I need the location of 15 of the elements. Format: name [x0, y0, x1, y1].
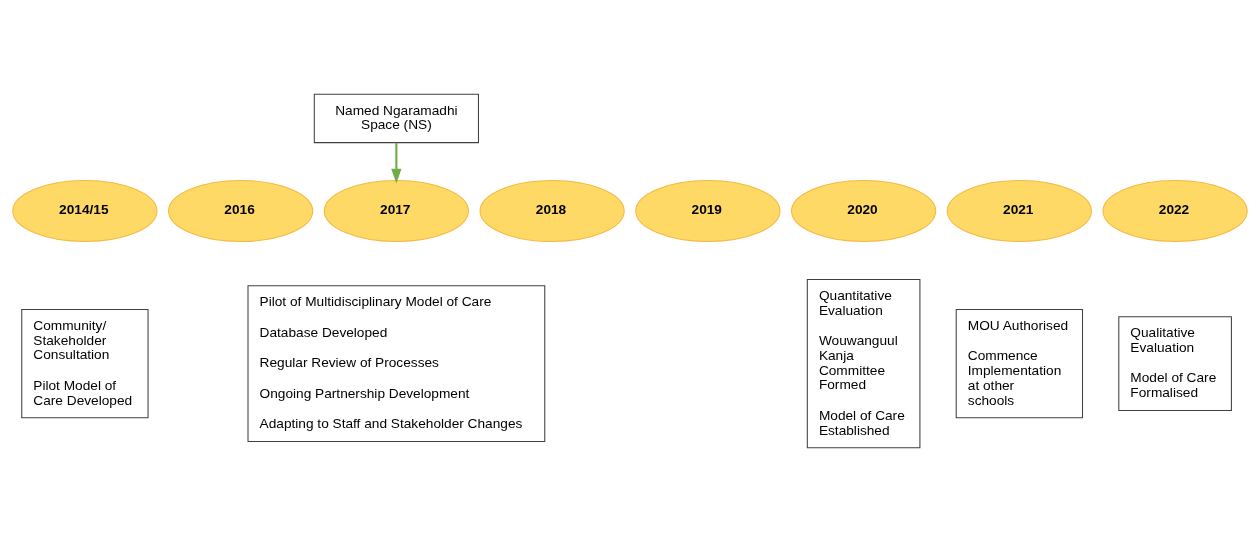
- node-ellipse: 2022: [1102, 179, 1248, 242]
- node-box: Quantitative Evaluation Wouwanguul Kanja Committee Formed Model of Care Established: [806, 278, 921, 448]
- arrow: [391, 142, 402, 183]
- node-ellipse: 2014/15: [12, 179, 158, 242]
- node-box: Qualitative Evaluation Model of Care Formalised: [1118, 315, 1232, 411]
- node-ellipse: 2021: [946, 179, 1092, 242]
- node-box: Community/ Stakeholder Consultation Pilot Model of Care Developed: [21, 308, 149, 418]
- node-ellipse: 2016: [168, 179, 314, 242]
- node-ellipse: 2020: [791, 179, 937, 242]
- node-ellipse: 2017: [323, 179, 469, 242]
- node-box: MOU Authorised Commence Implementation at other schools: [955, 308, 1084, 418]
- node-ellipse: 2019: [635, 179, 781, 242]
- node-box: Pilot of Multidisciplinary Model of Care Database Developed Regular Review of Processes Ongoing Partnership Development Adapting to Staff and Stakeholder Changes: [247, 284, 546, 442]
- node-box: Named Ngaramadhi Space (NS): [313, 93, 479, 143]
- node-ellipse: 2018: [479, 179, 625, 242]
